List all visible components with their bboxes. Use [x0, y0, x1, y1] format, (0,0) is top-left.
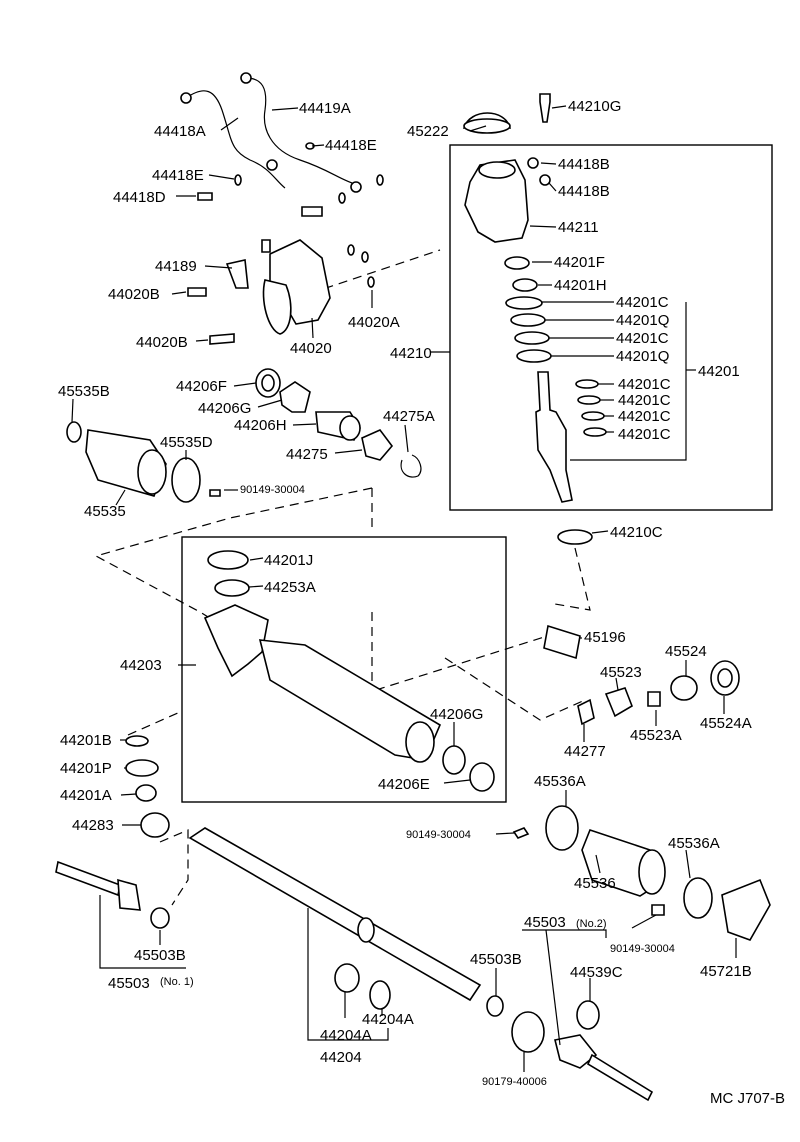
label-44206G-lower: 44206G — [430, 706, 483, 723]
label-45535D: 45535D — [160, 434, 213, 451]
label-44253A: 44253A — [264, 579, 316, 596]
label-44201C-e: 44201C — [618, 408, 671, 425]
label-44201Q-b: 44201Q — [616, 348, 669, 365]
label-44201Q-a: 44201Q — [616, 312, 669, 329]
label-45523: 45523 — [600, 664, 642, 681]
diagram-code: MC J707-B — [710, 1090, 785, 1107]
label-44210: 44210 — [390, 345, 432, 362]
left-small-parts — [125, 735, 170, 838]
label-90149-30004-lower: 90149-30004 — [610, 943, 675, 955]
label-44275A: 44275A — [383, 408, 435, 425]
control-valve-parts — [462, 93, 607, 503]
label-44418A: 44418A — [154, 123, 206, 140]
boot-45535 — [66, 421, 221, 503]
label-44277: 44277 — [564, 743, 606, 760]
label-44210C: 44210C — [610, 524, 663, 541]
part-labels: 44418A 44419A 44418E 44418E 44418D 45222… — [58, 98, 785, 1107]
leader-lines — [71, 105, 737, 1072]
label-44020B-upper: 44020B — [108, 286, 160, 303]
label-44020B-lower: 44020B — [136, 334, 188, 351]
label-45535: 45535 — [84, 503, 126, 520]
label-44201C-a: 44201C — [616, 294, 669, 311]
control-valve-box — [449, 144, 773, 511]
label-44189: 44189 — [155, 258, 197, 275]
label-44206F: 44206F — [176, 378, 227, 395]
label-45503-no1-note: (No. 1) — [160, 976, 194, 988]
label-45222: 45222 — [407, 123, 449, 140]
seals-bearings — [255, 368, 422, 478]
label-45503B-left: 45503B — [134, 947, 186, 964]
label-44201A: 44201A — [60, 787, 112, 804]
label-45503-no1: 45503 — [108, 975, 150, 992]
label-45523A: 45523A — [630, 727, 682, 744]
label-44418E-upper: 44418E — [325, 137, 377, 154]
label-45536A-upper: 45536A — [534, 773, 586, 790]
label-45535B: 45535B — [58, 383, 110, 400]
tie-rod-no1 — [55, 860, 170, 929]
label-45524: 45524 — [665, 643, 707, 660]
rack-housing — [203, 550, 495, 792]
label-44201J: 44201J — [264, 552, 313, 569]
valve-body — [187, 239, 375, 345]
tie-rod-no2 — [486, 995, 654, 1102]
label-44418E-lower: 44418E — [152, 167, 204, 184]
label-90149-30004-middle: 90149-30004 — [406, 829, 471, 841]
label-44020: 44020 — [290, 340, 332, 357]
label-45721B: 45721B — [700, 963, 752, 980]
label-44418B-upper: 44418B — [558, 156, 610, 173]
label-44206H: 44206H — [234, 417, 287, 434]
label-44211: 44211 — [558, 219, 599, 236]
label-44201C-c: 44201C — [618, 376, 671, 393]
rack-bar — [188, 827, 482, 1010]
label-45524A: 45524A — [700, 715, 752, 732]
label-44283: 44283 — [72, 817, 114, 834]
label-45196: 45196 — [584, 629, 626, 646]
label-44203: 44203 — [120, 657, 162, 674]
valve-misc-parts — [543, 529, 740, 726]
label-44419A: 44419A — [299, 100, 351, 117]
label-44206G-upper: 44206G — [198, 400, 251, 417]
label-45536: 45536 — [574, 875, 616, 892]
label-44539C: 44539C — [570, 964, 623, 981]
label-44418D: 44418D — [113, 189, 166, 206]
label-44201F: 44201F — [554, 254, 605, 271]
rack-housing-box — [181, 536, 507, 803]
label-44020A: 44020A — [348, 314, 400, 331]
label-90179-40006: 90179-40006 — [482, 1076, 547, 1088]
label-44206E: 44206E — [378, 776, 430, 793]
pressure-tubes — [180, 72, 384, 217]
label-45503-no2: 45503 — [524, 914, 566, 931]
label-44201P: 44201P — [60, 760, 112, 777]
label-45503B-right: 45503B — [470, 951, 522, 968]
label-45503-no2-note: (No.2) — [576, 918, 607, 930]
boot-45536 — [512, 805, 771, 941]
label-44201H: 44201H — [554, 277, 607, 294]
label-44201B: 44201B — [60, 732, 112, 749]
label-44275: 44275 — [286, 446, 328, 463]
label-44201: 44201 — [698, 363, 740, 380]
label-90149-30004-upper: 90149-30004 — [240, 484, 305, 496]
label-44201C-f: 44201C — [618, 426, 671, 443]
label-44204: 44204 — [320, 1049, 362, 1066]
label-44418B-lower: 44418B — [558, 183, 610, 200]
label-44201C-d: 44201C — [618, 392, 671, 409]
label-44204A-left: 44204A — [320, 1027, 372, 1044]
label-45536A-lower: 45536A — [668, 835, 720, 852]
label-44210G: 44210G — [568, 98, 621, 115]
label-44201C-b: 44201C — [616, 330, 669, 347]
label-44204A-right: 44204A — [362, 1011, 414, 1028]
